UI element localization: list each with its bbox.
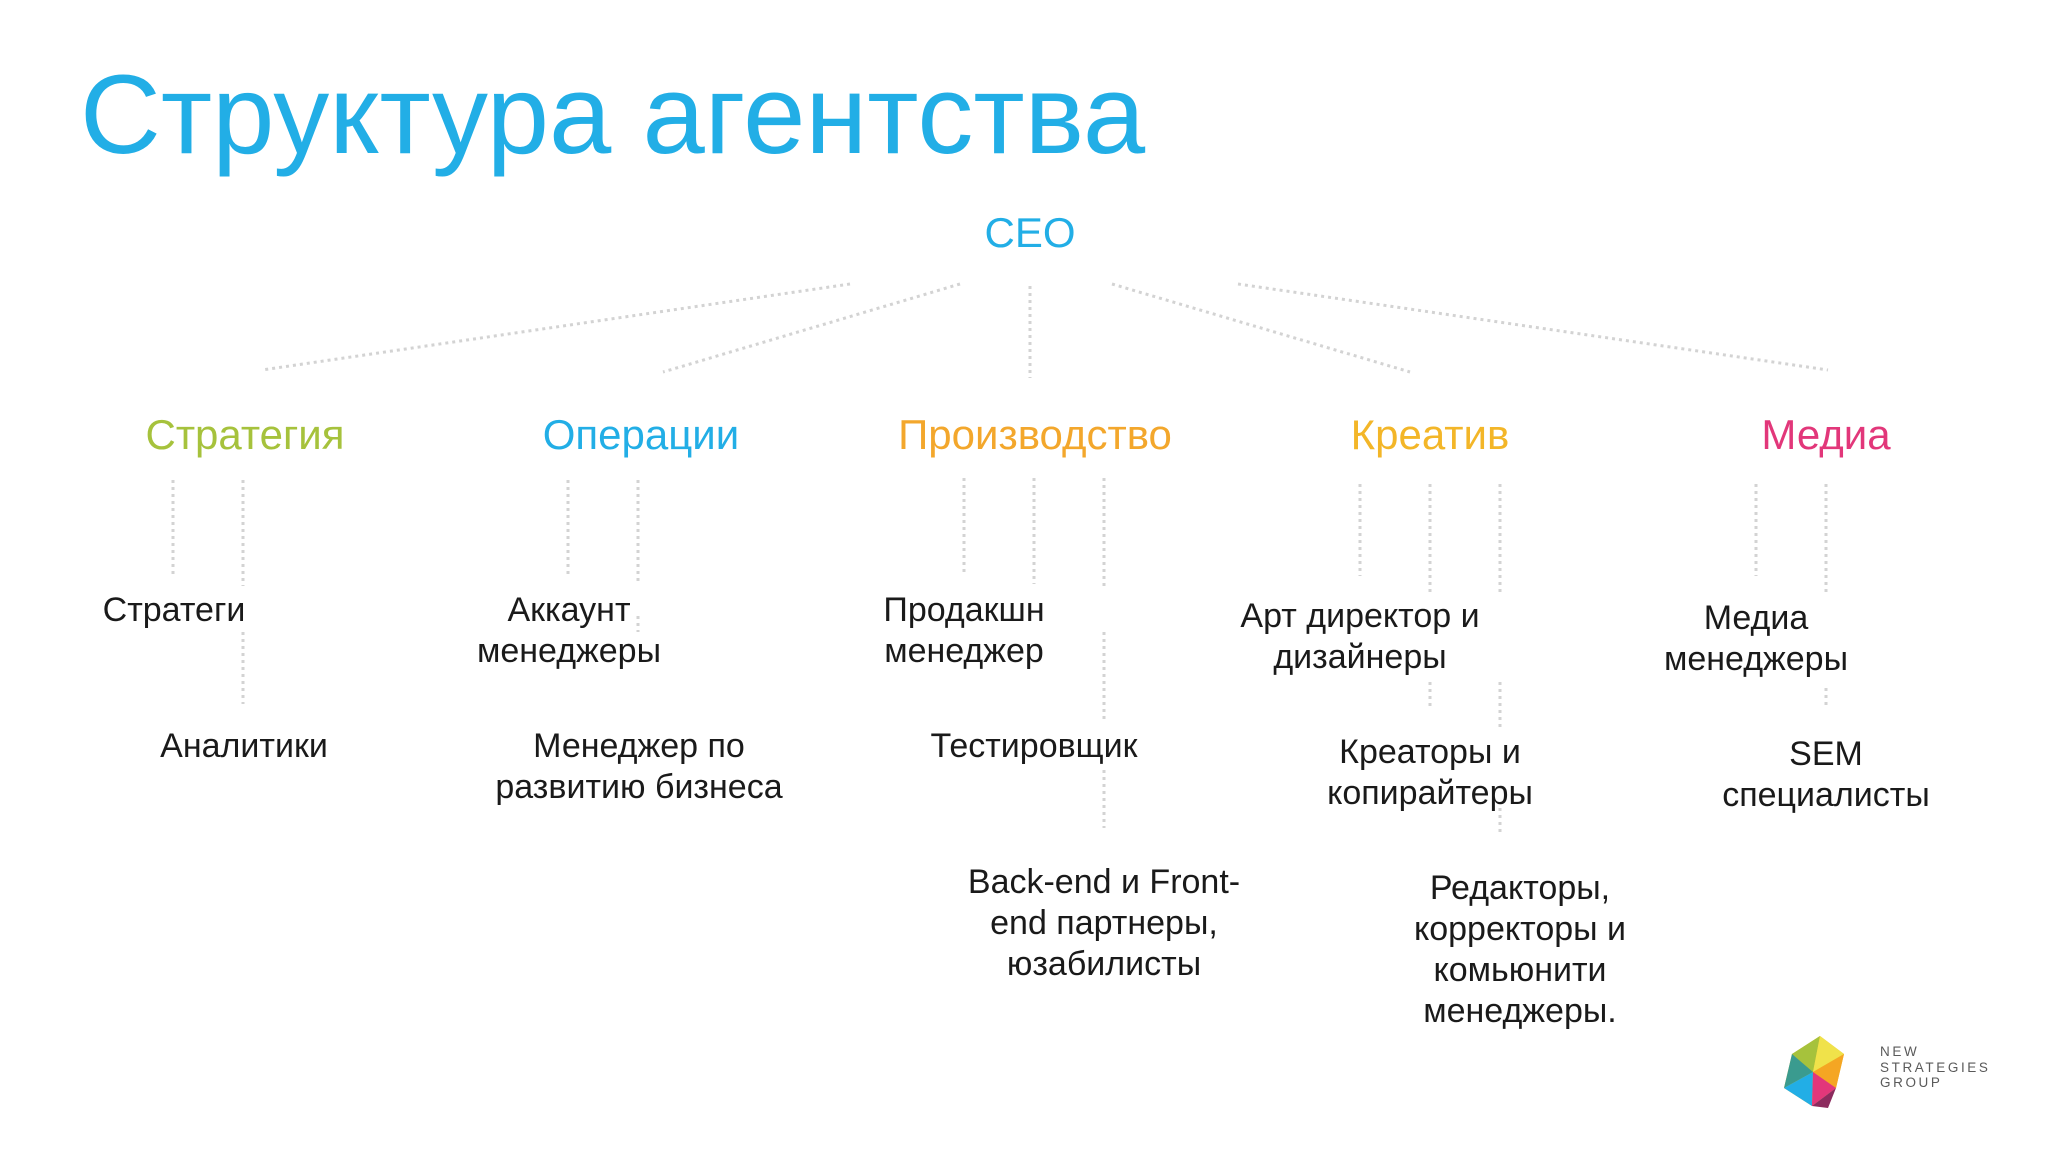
node-ceo: CEO bbox=[984, 209, 1076, 256]
logo-line-group: GROUP bbox=[1880, 1075, 1943, 1090]
dept-media: Медиа bbox=[1761, 411, 1891, 458]
dept-strategy: Стратегия bbox=[145, 411, 345, 458]
role-account-managers: Аккаунт менеджеры bbox=[476, 591, 662, 670]
role-backend-frontend-partners: Back-end и Front- end партнеры, юзабилис… bbox=[967, 863, 1241, 983]
role-sem-specialists: SEM специалисты bbox=[1722, 735, 1930, 814]
role-art-directors: Арт директор и дизайнеры bbox=[1240, 597, 1480, 676]
connector-ceo-media bbox=[1237, 282, 1829, 372]
role-business-development: Менеджер по развитию бизнеса bbox=[495, 727, 783, 806]
role-media-managers: Медиа менеджеры bbox=[1663, 599, 1849, 678]
role-editors-community-managers: Редакторы, корректоры и комьюнити менедж… bbox=[1413, 869, 1627, 1030]
logo-line-strategies: STRATEGIES bbox=[1880, 1059, 1991, 1075]
dept-creative: Креатив bbox=[1350, 411, 1510, 458]
connector-ceo-creative bbox=[1111, 282, 1411, 374]
dept-operations: Операции bbox=[542, 411, 740, 458]
role-production-manager: Продакшн менеджер bbox=[883, 591, 1045, 670]
connector-ceo-strategy bbox=[261, 282, 851, 372]
role-analysts: Аналитики bbox=[160, 727, 328, 765]
company-logo bbox=[1784, 1036, 1844, 1108]
role-strategists: Стратеги bbox=[102, 591, 246, 629]
role-tester: Тестировщик bbox=[930, 727, 1138, 765]
logo-mark-icon bbox=[1784, 1036, 1844, 1108]
page-title: Структура агентства bbox=[80, 52, 1146, 177]
role-creators-copywriters: Креаторы и копирайтеры bbox=[1327, 733, 1533, 812]
logo-line-new: NEW bbox=[1880, 1044, 1920, 1059]
dept-production: Производство bbox=[898, 411, 1172, 458]
connector-ceo-operations bbox=[662, 282, 961, 374]
company-logo-text: NEW STRATEGIES GROUP bbox=[1880, 1044, 1991, 1091]
